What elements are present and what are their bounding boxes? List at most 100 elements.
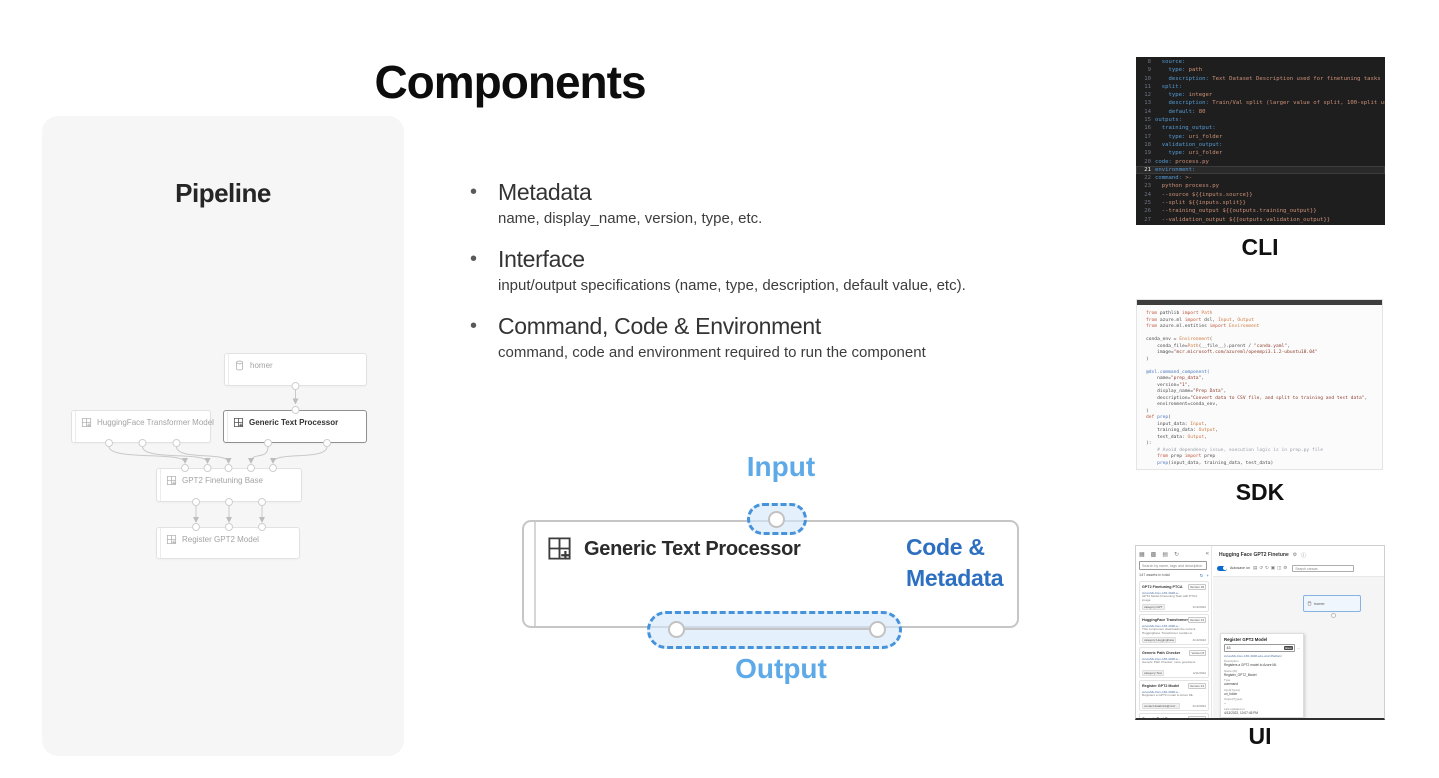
info-icon[interactable]: ⓘ xyxy=(1301,552,1307,559)
bullet-command-code-environment: • Command, Code & Environment command, c… xyxy=(470,312,1110,362)
version-select[interactable]: 43 latest xyxy=(1224,643,1296,652)
asset-card-header: Generic Text ProcessorVersion 10 xyxy=(1142,715,1206,718)
assets-icon[interactable]: ▦ xyxy=(1139,551,1145,558)
latest-badge: latest xyxy=(1283,645,1293,650)
dialog-title: Register GPT2 Model xyxy=(1224,636,1268,642)
asset-card-title: Generic Text Processor xyxy=(1142,717,1188,718)
asset-count-label: 147 assets in total xyxy=(1139,573,1170,577)
field-label: Output(Types) xyxy=(1224,697,1243,702)
pipeline-node-register-gpt2-model[interactable]: Register GPT2 Model xyxy=(156,527,300,559)
asset-card[interactable]: Generic Text ProcessorVersion 10AzureML-… xyxy=(1139,713,1209,718)
asset-card[interactable]: Generic Path Checker Version 8 AzureML-Dev… xyxy=(1139,647,1209,679)
asset-card-description: Generic Path Checker, more goodness xyxy=(1142,661,1196,665)
pipeline-canvas[interactable]: homer Register GPT2 Model 43 latest ... … xyxy=(1213,576,1384,718)
pipeline-node-homer[interactable]: homer xyxy=(224,353,367,386)
code-line: 11 split: xyxy=(1144,83,1182,90)
code-line: 14 default: 80 xyxy=(1144,108,1206,115)
autosave-toggle[interactable] xyxy=(1217,565,1227,571)
output-port-highlight xyxy=(647,611,902,649)
asset-search-input[interactable]: Search by name, tags and description xyxy=(1139,561,1207,570)
code-line: from prep import prep xyxy=(1146,454,1216,459)
asset-card-title: Generic Path Checker xyxy=(1142,650,1181,655)
input-port[interactable] xyxy=(768,511,785,528)
bullet-heading: Metadata xyxy=(498,179,592,205)
asset-card-title: HuggingFace Transformer... xyxy=(1142,617,1188,622)
asset-card-description: This component downloads the current Hug… xyxy=(1142,628,1196,636)
collapse-icon[interactable]: « xyxy=(1205,551,1209,557)
canvas-search-input[interactable]: Search canvas xyxy=(1292,564,1355,572)
output-port-2[interactable] xyxy=(869,621,886,638)
version-badge: Version 10 xyxy=(1187,715,1206,718)
field-value: uri_folder xyxy=(1224,691,1238,696)
code-line: ): xyxy=(1146,441,1152,446)
field-value: Registers a GPT2 model to Azure ML xyxy=(1224,663,1277,668)
gear-icon[interactable]: ⚙ xyxy=(1292,552,1298,558)
code-line: display_name="Prep Data", xyxy=(1146,389,1227,394)
code-line: from azure.ml.entities import Environmen… xyxy=(1146,324,1260,329)
field-label: Name (ID) xyxy=(1224,668,1238,673)
registry-link[interactable]: AzureML-Dev-136-4028-azu-ws2-Platform xyxy=(1224,653,1283,658)
code-line: ) xyxy=(1146,408,1149,414)
asset-card-title: GPT2 Finetuning PTCA xyxy=(1142,584,1183,589)
code-line: training_data: Output, xyxy=(1146,428,1218,433)
code-line: conda_file=Path(__file__).parent / "cond… xyxy=(1146,343,1290,349)
code-line: 12 type: integer xyxy=(1144,92,1213,99)
bullet-list: • Metadata name, display_name, version, … xyxy=(470,178,1110,379)
pipeline-node-huggingface-transformer-model[interactable]: HuggingFace Transformer Model xyxy=(71,410,214,443)
code-and-metadata-label: Code & Metadata xyxy=(906,534,1004,591)
add-icon[interactable]: + xyxy=(1206,573,1209,578)
field-label: Input(Types) xyxy=(1224,687,1241,692)
code-line: 17 type: uri_folder xyxy=(1144,133,1223,140)
bullet-metadata: • Metadata name, display_name, version, … xyxy=(470,178,1110,228)
bullet-detail: command, code and environment required t… xyxy=(498,344,926,361)
version-row: 43 latest ... xyxy=(1224,643,1300,652)
notebook-icon[interactable]: ▤ xyxy=(1162,551,1169,558)
code-line: def prep( xyxy=(1146,415,1171,420)
asset-card-description: Registers a GPT2 model to Azure ML xyxy=(1142,694,1194,698)
flask-icon[interactable]: ▩ xyxy=(1150,551,1157,558)
input-label: Input xyxy=(746,451,816,482)
asset-card-registry: AzureML-Dev-136-4028-a... xyxy=(1142,656,1181,661)
ui-canvas-area: Hugging Face GPT2 Finetune ⚙ ⓘ Autosave … xyxy=(1213,546,1384,718)
code-line: # Avoid dependency issue, execution logi… xyxy=(1146,447,1324,453)
output-port-1[interactable] xyxy=(668,621,685,638)
ui-toolbar: Autosave on ▤↺↻▣◫⚙ Search canvas xyxy=(1217,563,1382,573)
pipeline-node-gpt2-finetuning-base[interactable]: GPT2 Finetuning Base xyxy=(156,468,302,502)
bullet-heading: Interface xyxy=(498,246,585,272)
version-badge: Version 8 xyxy=(1189,649,1206,656)
component-icon xyxy=(81,417,92,428)
asset-count-row: 147 assets in total ↻ + xyxy=(1139,573,1209,579)
more-options-icon[interactable]: ... xyxy=(1296,645,1300,650)
code-line: 10 description: Text Dataset Description… xyxy=(1144,75,1381,82)
canvas-node-homer[interactable]: homer xyxy=(1303,595,1361,612)
asset-card-date: 4/13/2022 xyxy=(1192,703,1206,708)
pipeline-node-label: HuggingFace Transformer Model xyxy=(97,418,214,427)
category-tag: contact:databrick@micr... xyxy=(1142,702,1180,709)
version-badge: Version 43 xyxy=(1187,682,1206,689)
code-line: 19 type: uri_folder xyxy=(1144,150,1223,157)
canvas-node-port[interactable] xyxy=(1331,613,1336,618)
asset-card-registry: AzureML-Dev-136-4028-a... xyxy=(1142,623,1181,628)
code-line: prep(input_data, training_data, test_dat… xyxy=(1146,460,1274,466)
refresh-icon[interactable]: ↻ xyxy=(1174,551,1180,558)
component-icon xyxy=(546,535,573,562)
bullet-detail: name, display_name, version, type, etc. xyxy=(498,210,763,227)
bullet-dot: • xyxy=(470,315,478,337)
pipeline-node-generic-text-processor[interactable]: Generic Text Processor xyxy=(223,410,367,443)
canvas-action-icons[interactable]: ▤↺↻▣◫⚙ xyxy=(1252,565,1290,570)
asset-card-header: HuggingFace Transformer...Version 13 xyxy=(1142,616,1206,623)
component-card-title: Generic Text Processor xyxy=(584,538,801,560)
refresh-icon[interactable]: ↻ xyxy=(1199,573,1204,578)
code-line: input_data: Input, xyxy=(1146,421,1207,427)
